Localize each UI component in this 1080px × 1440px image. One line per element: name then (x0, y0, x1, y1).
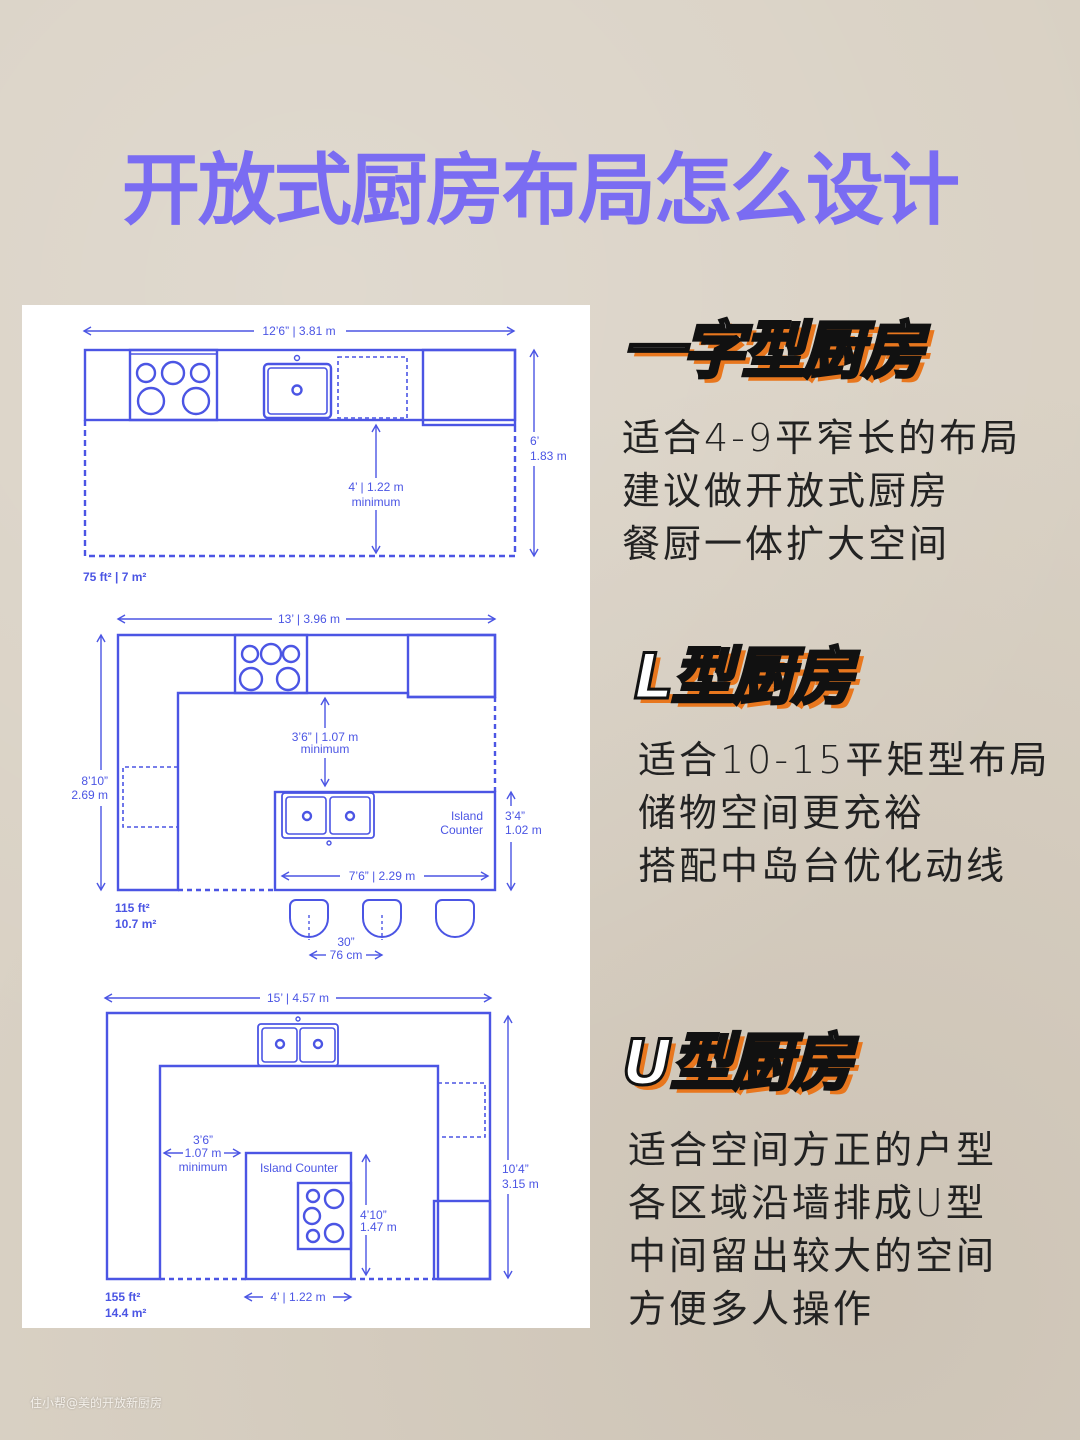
description-line: 搭配中岛台优化动线 (638, 844, 1008, 888)
description-line: 建议做开放式厨房 (622, 469, 951, 513)
u-shape-plan (103, 993, 513, 1302)
galley-clearance-label: 4’ | 1.22 m (348, 480, 403, 494)
u-gap-note: minimum (179, 1160, 228, 1174)
l-island-depth-m: 1.02 m (505, 823, 542, 837)
u-gap-ft: 3’6” (193, 1133, 213, 1147)
l-island-label-1: Island (451, 809, 483, 823)
l-clearance-label: 3’6” | 1.07 m (292, 730, 358, 744)
sink (262, 362, 333, 420)
page-title: 开放式厨房布局怎么设计 (121, 146, 960, 236)
u-area-ft: 155 ft² (105, 1290, 140, 1304)
cooktop (128, 348, 219, 422)
description-line: 适合4-9平窄长的布局 (622, 416, 1022, 460)
u-island-label: Island Counter (260, 1161, 338, 1175)
u-height-m: 3.15 m (502, 1177, 539, 1191)
stool-spacing-cm: 76 cm (330, 948, 363, 962)
l-width-label: 13’ | 3.96 m (278, 612, 340, 626)
galley-heading: 一字型厨房 (620, 313, 925, 389)
u-width-label: 15’ | 4.57 m (267, 991, 329, 1005)
l-area-ft: 115 ft² (115, 901, 150, 915)
description-line: 储物空间更充裕 (638, 791, 926, 835)
description-line: 方便多人操作 (628, 1287, 875, 1331)
u-island-width-label: 4’ | 1.22 m (270, 1290, 325, 1304)
l-island-width-label: 7’6” | 2.29 m (349, 869, 415, 883)
stool-spacing-in: 30” (337, 935, 354, 949)
galley-depth-ft: 6’ (530, 434, 539, 448)
u-gap-m: 1.07 m (185, 1146, 222, 1160)
bar-stools (289, 899, 475, 938)
u-shape-description: 适合空间方正的户型 各区域沿墙排成U型 中间留出较大的空间 方便多人操作 (628, 1124, 997, 1336)
l-island-label-2: Counter (440, 823, 483, 837)
description-line: 适合空间方正的户型 (628, 1128, 998, 1172)
galley-clearance-note: minimum (352, 495, 401, 509)
description-line: 餐厨一体扩大空间 (622, 522, 951, 566)
l-shape-description: 适合10-15平矩型布局 储物空间更充裕 搭配中岛台优化动线 (638, 734, 1050, 893)
u-area-m: 14.4 m² (105, 1306, 146, 1320)
galley-width-label: 12’6” | 3.81 m (262, 324, 335, 338)
description-line: 适合10-15平矩型布局 (638, 738, 1051, 782)
u-island-depth-m: 1.47 m (360, 1220, 397, 1234)
galley-area-label: 75 ft² | 7 m² (83, 570, 146, 584)
l-clearance-note: minimum (301, 742, 350, 756)
description-line: 各区域沿墙排成U型 (628, 1181, 987, 1225)
u-island-depth-ft: 4’10” (360, 1208, 387, 1222)
description-line: 中间留出较大的空间 (628, 1234, 998, 1278)
galley-description: 适合4-9平窄长的布局 建议做开放式厨房 餐厨一体扩大空间 (622, 412, 1021, 571)
watermark: 住小帮@美的开放新厨房 (30, 1396, 163, 1410)
u-height-ft: 10’4” (502, 1162, 529, 1176)
galley-depth-m: 1.83 m (530, 449, 567, 463)
l-height-m: 2.69 m (71, 788, 108, 802)
refrigerator (421, 348, 517, 427)
l-shape-plan (96, 614, 516, 960)
u-shape-heading: U型厨房 (620, 1025, 853, 1101)
l-island-depth-ft: 3’4” (505, 809, 525, 823)
galley-plan (82, 326, 539, 558)
l-height-ft: 8’10” (81, 774, 108, 788)
l-area-m: 10.7 m² (115, 917, 156, 931)
l-shape-heading: L型厨房 (633, 639, 856, 715)
